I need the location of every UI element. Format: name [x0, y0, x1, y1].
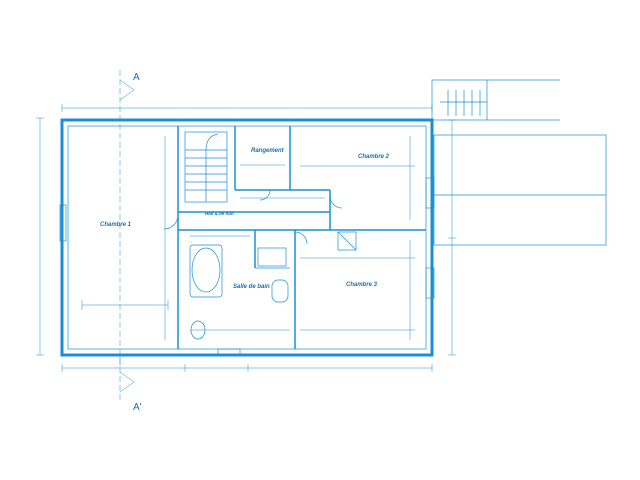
shower-tray	[337, 231, 357, 251]
doors	[163, 189, 343, 356]
section-mark-top: A	[133, 72, 140, 83]
dimension-lines	[36, 104, 456, 372]
label-hall: Hall & de nuit	[205, 211, 234, 216]
label-chambre-1: Chambre 1	[100, 222, 132, 228]
sink	[271, 279, 289, 303]
interior-dimensions	[81, 136, 415, 366]
section-mark-bottom: A'	[133, 402, 142, 413]
bathroom-fixtures	[189, 231, 357, 340]
label-chambre-3: Chambre 3	[346, 282, 378, 288]
exterior-terrace	[431, 79, 607, 246]
label-chambre-2: Chambre 2	[358, 154, 390, 160]
staircase	[184, 131, 228, 203]
windows	[59, 177, 435, 299]
label-rangement: Rangement	[251, 148, 285, 154]
outer-walls	[60, 118, 434, 357]
section-cut	[119, 70, 135, 400]
label-salle-de-bain: Salle de bain	[233, 284, 270, 290]
bathtub	[191, 247, 221, 293]
